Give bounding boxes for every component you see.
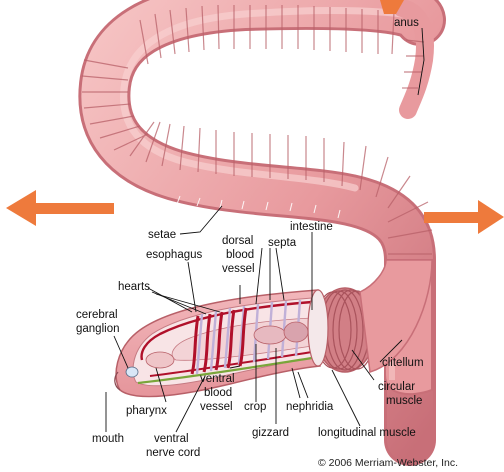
arrow-right-icon bbox=[424, 200, 504, 234]
svg-text:nerve cord: nerve cord bbox=[146, 447, 200, 459]
label-anus: anus bbox=[394, 17, 419, 29]
label-cerebral-ganglion: cerebral ganglion bbox=[76, 309, 119, 335]
label-nephridia: nephridia bbox=[286, 401, 334, 413]
label-intestine: intestine bbox=[290, 221, 333, 233]
svg-text:cerebral: cerebral bbox=[76, 309, 118, 321]
label-longitudinal-muscle: longitudinal muscle bbox=[318, 427, 416, 439]
pharynx bbox=[146, 352, 174, 368]
label-setae: setae bbox=[148, 229, 176, 241]
label-clitellum: clitellum bbox=[382, 357, 424, 369]
arrow-left-icon bbox=[6, 190, 114, 226]
svg-text:blood: blood bbox=[204, 387, 232, 399]
svg-text:ventral: ventral bbox=[200, 373, 235, 385]
label-dorsal-blood-vessel: dorsal blood vessel bbox=[222, 235, 255, 275]
svg-text:ventral: ventral bbox=[154, 433, 189, 445]
gizzard bbox=[284, 322, 308, 342]
svg-text:muscle: muscle bbox=[386, 395, 422, 407]
svg-text:dorsal: dorsal bbox=[222, 235, 253, 247]
worm-front-section bbox=[115, 260, 432, 397]
svg-text:vessel: vessel bbox=[200, 401, 233, 413]
cerebral-ganglion bbox=[126, 367, 138, 377]
svg-text:blood: blood bbox=[226, 249, 254, 261]
label-ventral-nerve-cord: ventral nerve cord bbox=[146, 433, 200, 459]
copyright-notice: © 2006 Merriam-Webster, Inc. bbox=[318, 457, 458, 469]
label-hearts: hearts bbox=[118, 281, 150, 293]
svg-text:ganglion: ganglion bbox=[76, 323, 119, 335]
crop bbox=[254, 326, 286, 344]
label-gizzard: gizzard bbox=[252, 427, 289, 439]
label-ventral-blood-vessel: ventral blood vessel bbox=[200, 373, 235, 413]
label-septa: septa bbox=[268, 237, 297, 249]
svg-text:vessel: vessel bbox=[222, 263, 255, 275]
label-esophagus: esophagus bbox=[146, 249, 203, 261]
svg-text:circular: circular bbox=[378, 381, 415, 393]
label-mouth: mouth bbox=[92, 433, 124, 445]
label-pharynx: pharynx bbox=[126, 405, 167, 417]
label-crop: crop bbox=[244, 401, 266, 413]
